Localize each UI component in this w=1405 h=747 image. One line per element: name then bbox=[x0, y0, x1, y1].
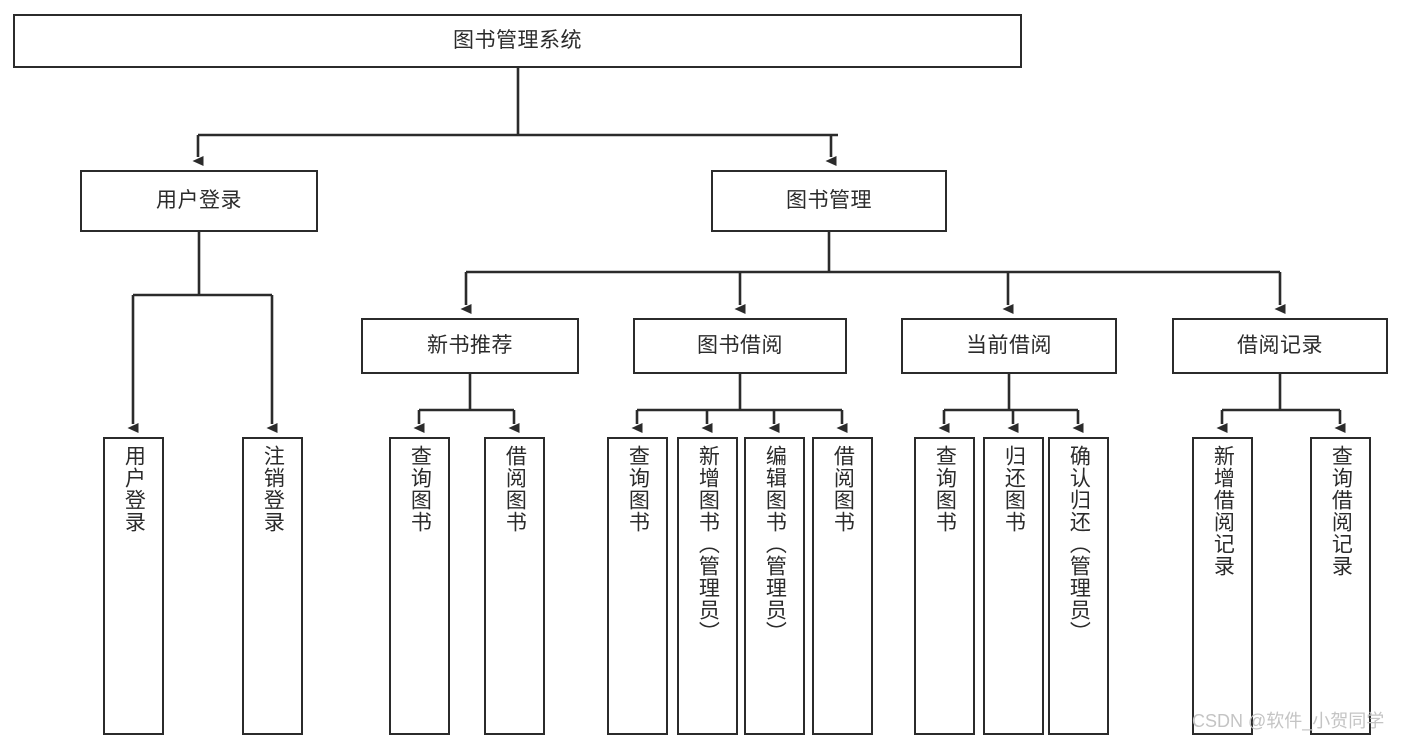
leaf-record-query[interactable]: 查询借阅记录 bbox=[1310, 437, 1371, 735]
leaf-user-login[interactable]: 用户登录 bbox=[103, 437, 164, 735]
leaf-borrow-lend-book-label: 借阅图书 bbox=[831, 445, 855, 533]
node-book-borrow-label: 图书借阅 bbox=[697, 333, 783, 357]
leaf-current-confirm-return[interactable]: 确认归还（管理员） bbox=[1048, 437, 1109, 735]
leaf-new-query-book-label: 查询图书 bbox=[408, 445, 432, 533]
leaf-borrow-add-book[interactable]: 新增图书（管理员） bbox=[677, 437, 738, 735]
leaf-new-query-book[interactable]: 查询图书 bbox=[389, 437, 450, 735]
leaf-record-query-label: 查询借阅记录 bbox=[1329, 445, 1353, 577]
leaf-user-logout[interactable]: 注销登录 bbox=[242, 437, 303, 735]
leaf-current-confirm-return-label: 确认归还（管理员） bbox=[1067, 445, 1091, 643]
leaf-current-query-book-label: 查询图书 bbox=[933, 445, 957, 533]
node-current-borrow[interactable]: 当前借阅 bbox=[901, 318, 1117, 374]
leaf-borrow-query-book[interactable]: 查询图书 bbox=[607, 437, 668, 735]
node-user-login[interactable]: 用户登录 bbox=[80, 170, 318, 232]
watermark-text: CSDN @软件_小贺同学 bbox=[1192, 711, 1385, 731]
node-new-book-recommend[interactable]: 新书推荐 bbox=[361, 318, 579, 374]
node-borrow-record[interactable]: 借阅记录 bbox=[1172, 318, 1388, 374]
leaf-borrow-edit-book-label: 编辑图书（管理员） bbox=[763, 445, 787, 643]
leaf-new-borrow-book-label: 借阅图书 bbox=[503, 445, 527, 533]
leaf-new-borrow-book[interactable]: 借阅图书 bbox=[484, 437, 545, 735]
node-current-borrow-label: 当前借阅 bbox=[966, 333, 1052, 357]
leaf-current-return-book-label: 归还图书 bbox=[1002, 445, 1026, 533]
node-root[interactable]: 图书管理系统 bbox=[13, 14, 1022, 68]
leaf-user-login-label: 用户登录 bbox=[122, 445, 146, 533]
leaf-current-return-book[interactable]: 归还图书 bbox=[983, 437, 1044, 735]
node-book-management[interactable]: 图书管理 bbox=[711, 170, 947, 232]
leaf-current-query-book[interactable]: 查询图书 bbox=[914, 437, 975, 735]
node-new-book-recommend-label: 新书推荐 bbox=[427, 333, 513, 357]
leaf-user-logout-label: 注销登录 bbox=[261, 445, 285, 533]
node-book-management-label: 图书管理 bbox=[786, 188, 872, 212]
node-user-login-label: 用户登录 bbox=[156, 188, 242, 212]
leaf-borrow-add-book-label: 新增图书（管理员） bbox=[696, 445, 720, 643]
leaf-borrow-query-book-label: 查询图书 bbox=[626, 445, 650, 533]
leaf-borrow-edit-book[interactable]: 编辑图书（管理员） bbox=[744, 437, 805, 735]
node-book-borrow[interactable]: 图书借阅 bbox=[633, 318, 847, 374]
node-borrow-record-label: 借阅记录 bbox=[1237, 333, 1323, 357]
leaf-record-add[interactable]: 新增借阅记录 bbox=[1192, 437, 1253, 735]
node-root-label: 图书管理系统 bbox=[453, 28, 582, 52]
leaf-borrow-lend-book[interactable]: 借阅图书 bbox=[812, 437, 873, 735]
leaf-record-add-label: 新增借阅记录 bbox=[1211, 445, 1235, 577]
